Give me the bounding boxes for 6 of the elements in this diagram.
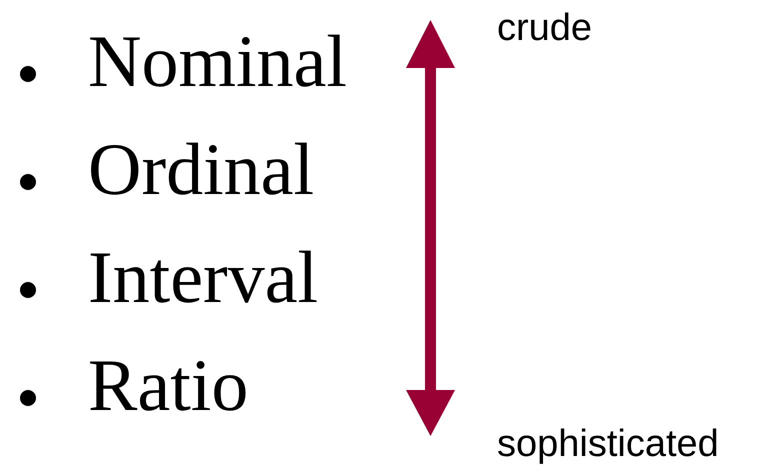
list-item: Nominal xyxy=(88,20,347,104)
scale-label: sophisticated xyxy=(497,422,719,466)
list-item: Ratio xyxy=(88,344,248,428)
list-item: Ordinal xyxy=(88,128,314,212)
scale-label: crude xyxy=(497,6,592,50)
list-item: Interval xyxy=(88,236,318,320)
